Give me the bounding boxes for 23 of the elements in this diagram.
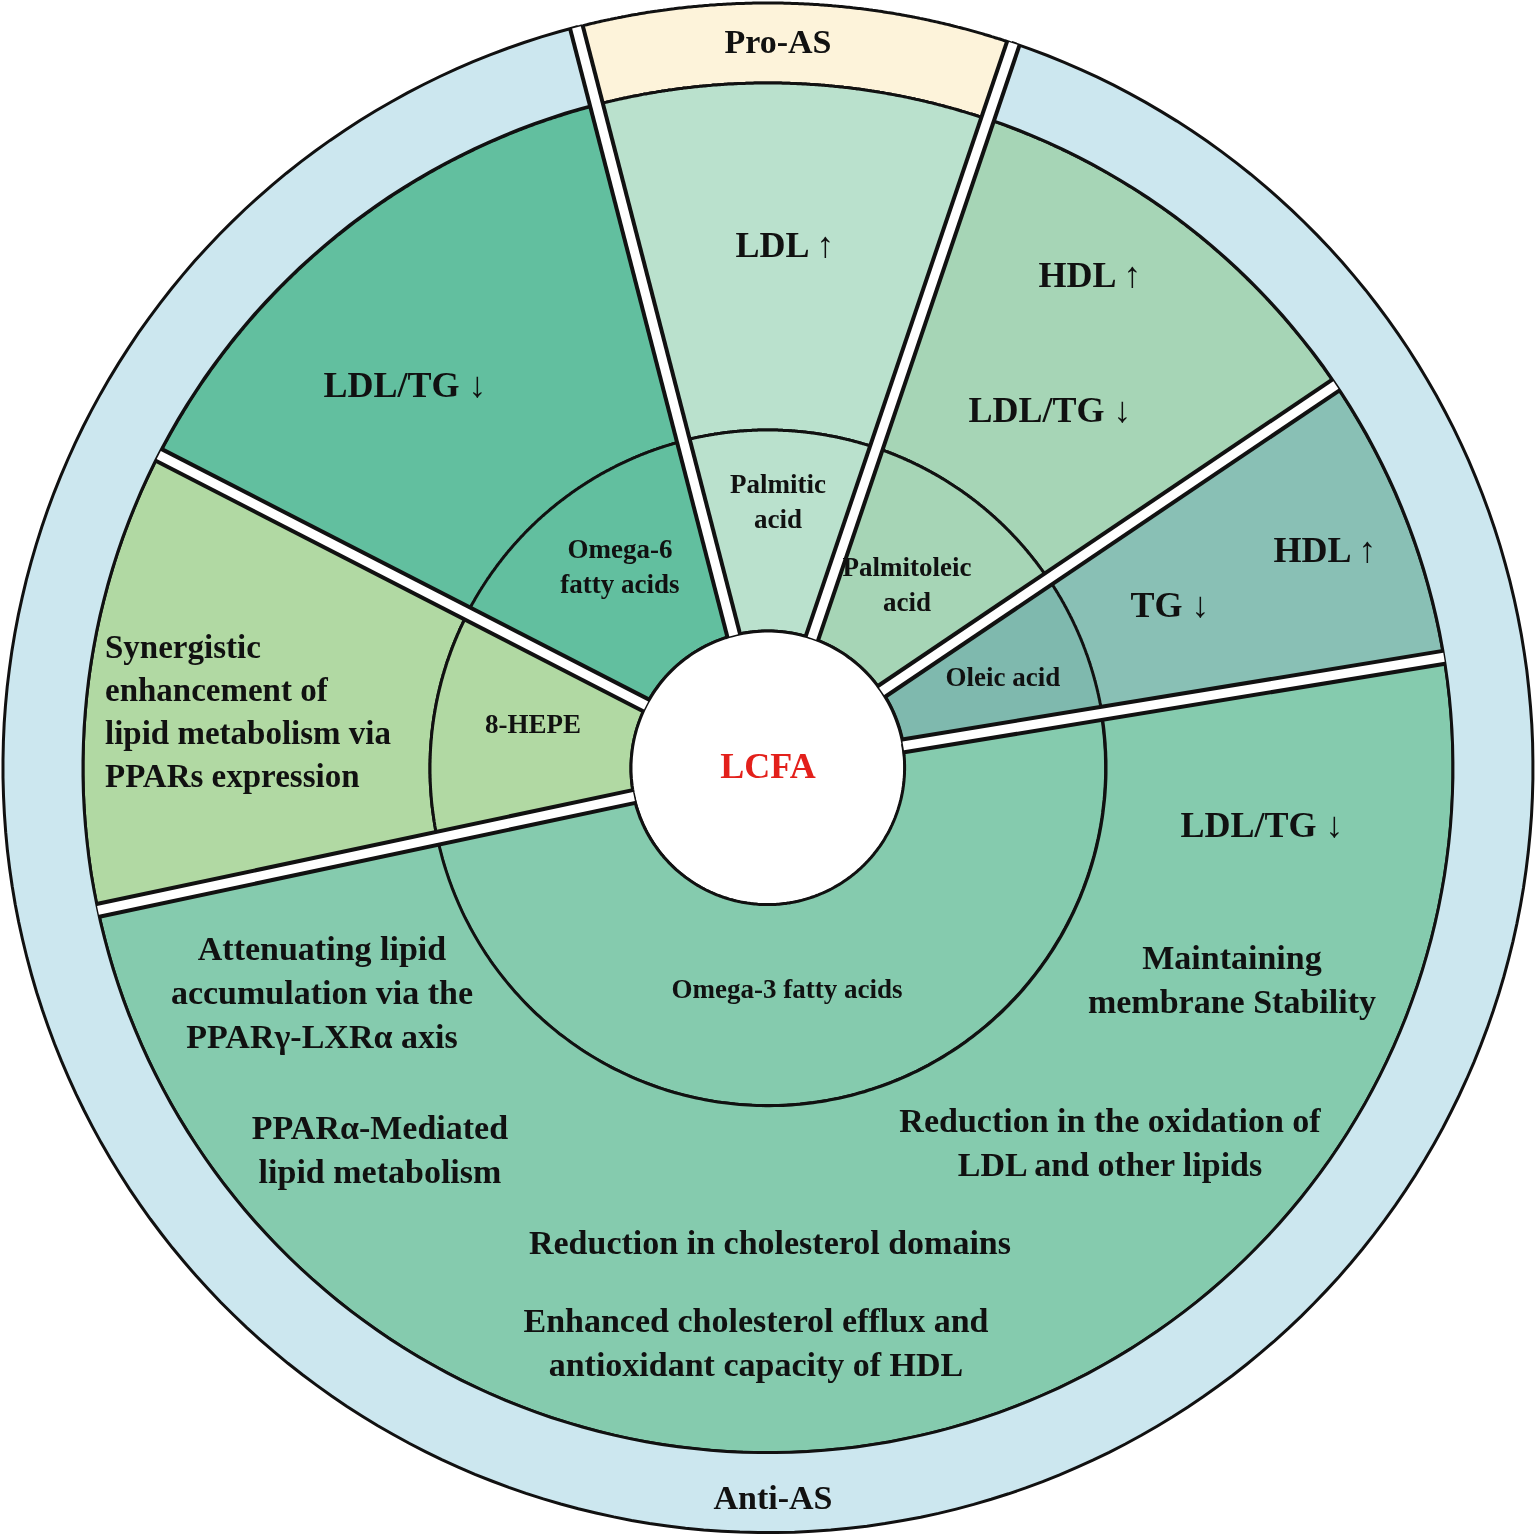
effect-text: LDL/TG ↓: [322, 363, 488, 407]
effect-text: HDL ↑: [1037, 253, 1143, 297]
effect-text: Attenuating lipid accumulation via the PPARγ-LXRα axis: [169, 928, 475, 1058]
fatty-acid-label: Oleic acid: [944, 661, 1062, 695]
effect-text: LDL ↑: [734, 223, 836, 267]
effect-text: Enhanced cholesterol efflux and antioxidant capacity of HDL: [522, 1300, 990, 1385]
band-label: Anti-AS: [712, 1477, 834, 1518]
effect-text: Maintaining membrane Stability: [1086, 937, 1377, 1022]
effect-text: Reduction in cholesterol domains: [527, 1222, 1012, 1263]
effect-text: Synergistic enhancement of lipid metabolism via PPARs expression: [105, 628, 392, 796]
effect-text: Reduction in the oxidation of LDL and other lipids: [898, 1100, 1322, 1185]
effect-text: HDL ↑: [1272, 528, 1378, 572]
effect-text: LDL/TG ↓: [1179, 803, 1345, 847]
band-label: Pro-AS: [723, 21, 833, 62]
fatty-acid-label: 8-HEPE: [483, 708, 582, 742]
center-label: LCFA: [719, 744, 817, 788]
fatty-acid-label: Omega-6 fatty acids: [559, 532, 681, 601]
fatty-acid-label: Palmitoleic acid: [841, 550, 973, 619]
fatty-acid-label: Omega-3 fatty acids: [670, 973, 904, 1007]
effect-text: TG ↓: [1129, 583, 1211, 627]
fatty-acid-label: Palmitic acid: [729, 467, 827, 536]
effect-text: LDL/TG ↓: [967, 388, 1133, 432]
effect-text: PPARα-Mediated lipid metabolism: [250, 1107, 510, 1192]
